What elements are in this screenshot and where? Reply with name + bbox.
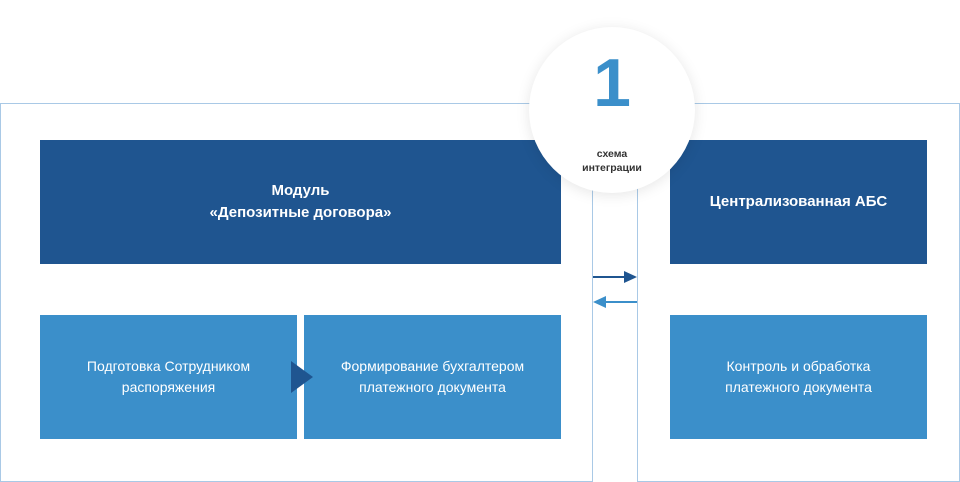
control-processing-box: Контроль и обработка платежного документ… xyxy=(670,315,927,439)
prepare-order-box: Подготовка Сотрудником распоряжения xyxy=(40,315,297,439)
prepare-order-line1: Подготовка Сотрудником xyxy=(86,358,251,374)
arrow-left-head-icon xyxy=(593,296,606,308)
module-title-line2: «Депозитные договора» xyxy=(209,204,392,221)
arrow-right-head-icon xyxy=(624,271,637,283)
integration-scheme-badge: 1 схема интеграции xyxy=(529,27,695,193)
control-processing-line1: Контроль и обработка xyxy=(726,358,871,374)
control-processing-line2: платежного документа xyxy=(725,379,872,395)
module-title-line1: Модуль xyxy=(271,182,330,199)
form-payment-document-box: Формирование бухгалтером платежного доку… xyxy=(304,315,561,439)
scheme-caption: схема интеграции xyxy=(529,147,695,175)
scheme-caption-line1: схема xyxy=(596,148,628,160)
prepare-order-line2: распоряжения xyxy=(121,379,216,395)
centralized-abs-box: Централизованная АБС xyxy=(670,140,927,264)
centralized-abs-title: Централизованная АБС xyxy=(709,193,888,210)
scheme-caption-line2: интеграции xyxy=(582,162,642,174)
form-payment-line1: Формирование бухгалтером xyxy=(340,358,525,374)
form-payment-line2: платежного документа xyxy=(359,379,506,395)
module-deposit-contracts-box: Модуль «Депозитные договора» xyxy=(40,140,561,264)
scheme-number: 1 xyxy=(593,45,631,121)
